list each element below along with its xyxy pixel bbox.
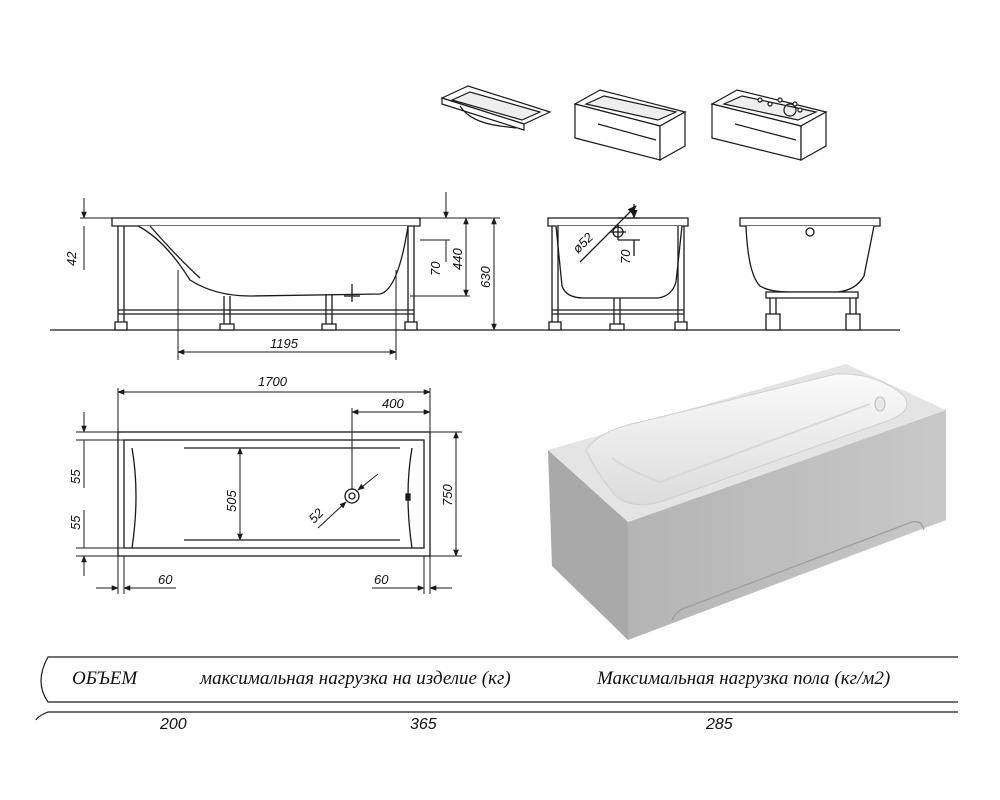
dim-rim-height: 42	[64, 251, 79, 266]
dim-bath-height: 440	[450, 248, 465, 270]
dim-end-overflow-offset: 70	[618, 249, 633, 264]
spec-header-floor-load: Максимальная нагрузка пола (кг/м2)	[597, 668, 891, 689]
thumbnail-bath-with-hydromassage	[710, 89, 828, 162]
bath-3d-render	[548, 364, 946, 640]
side-elevation	[111, 217, 421, 331]
spec-value-max-load: 365	[410, 716, 437, 733]
spec-value-volume: 200	[160, 716, 187, 733]
plan-dimension-lines	[76, 388, 462, 594]
thumbnail-bath-shell	[440, 85, 552, 131]
dim-inner-width: 505	[224, 490, 239, 512]
dim-rim-bottom: 55	[68, 515, 83, 530]
dim-total-height: 630	[478, 266, 493, 288]
dim-end-left: 60	[158, 572, 173, 587]
thumbnail-bath-with-panel	[573, 89, 687, 162]
dim-end-right: 60	[374, 572, 389, 587]
spec-table-lines	[35, 656, 958, 721]
dim-overflow-offset: 70	[428, 261, 443, 276]
side-dimension-lines	[80, 192, 500, 360]
dim-length: 1700	[258, 374, 288, 389]
spec-value-floor-load: 285	[706, 716, 733, 733]
spec-header-volume: ОБЪЕМ	[72, 668, 138, 689]
end-elevation-overflow	[739, 217, 881, 331]
spec-header-max-load: максимальная нагрузка на изделие (кг)	[200, 668, 511, 689]
end-elevation-drain	[547, 204, 689, 331]
dim-drain-offset: 400	[382, 396, 404, 411]
plan-view	[117, 431, 431, 557]
dim-rim-top: 55	[68, 469, 83, 484]
dim-foot-span: 1195	[270, 336, 299, 351]
dim-width: 750	[440, 484, 455, 506]
